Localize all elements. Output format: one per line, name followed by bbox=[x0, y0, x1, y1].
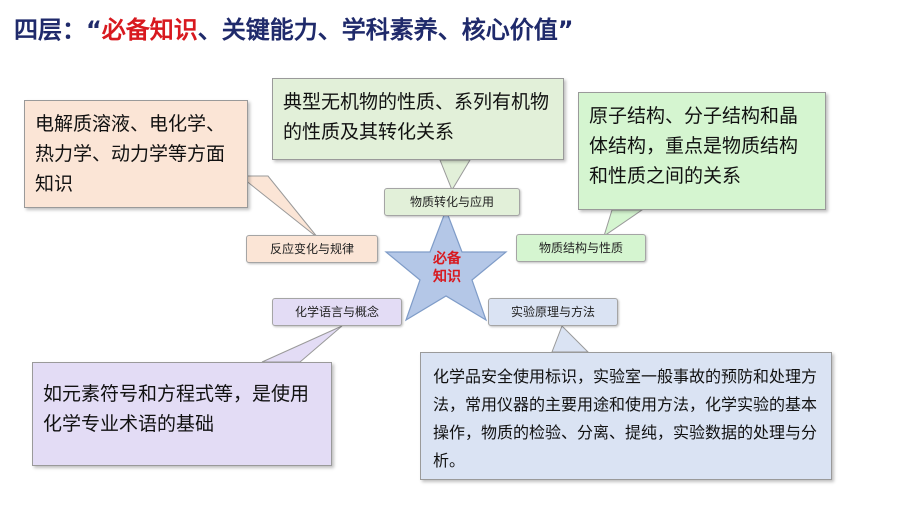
left-callout: 电解质溶液、电化学、热力学、动力学等方面知识 bbox=[24, 100, 248, 208]
top-callout: 典型无机物的性质、系列有机物的性质及其转化关系 bbox=[272, 78, 564, 160]
right-callout: 原子结构、分子结构和晶体结构，重点是物质结构和性质之间的关系 bbox=[578, 92, 826, 210]
label-left: 反应变化与规律 bbox=[246, 235, 378, 263]
label-bottom-right: 实验原理与方法 bbox=[488, 298, 618, 326]
bottom-left-callout: 如元素符号和方程式等，是使用化学专业术语的基础 bbox=[32, 362, 332, 466]
bottom-right-callout-pointer bbox=[551, 325, 590, 353]
bottom-right-callout-text: 化学品安全使用标识，实验室一般事故的预防和处理方法，常用仪器的主要用途和使用方法… bbox=[433, 367, 818, 470]
top-callout-pointer bbox=[439, 159, 471, 192]
center-label-line2: 知识 bbox=[433, 269, 461, 285]
title-suffix: 、关键能力、学科素养、核心价值” bbox=[197, 16, 574, 44]
right-callout-pointer bbox=[603, 209, 644, 238]
bottom-left-callout-text: 如元素符号和方程式等，是使用化学专业术语的基础 bbox=[43, 383, 310, 435]
left-callout-pointer bbox=[238, 175, 319, 239]
label-right: 物质结构与性质 bbox=[516, 234, 646, 262]
left-callout-text: 电解质溶液、电化学、热力学、动力学等方面知识 bbox=[35, 113, 226, 195]
label-bottom-left: 化学语言与概念 bbox=[272, 298, 402, 326]
bottom-right-callout: 化学品安全使用标识，实验室一般事故的预防和处理方法，常用仪器的主要用途和使用方法… bbox=[420, 352, 832, 480]
center-label-line1: 必备 bbox=[433, 251, 461, 267]
bottom-left-callout-pointer bbox=[261, 325, 343, 363]
top-callout-text: 典型无机物的性质、系列有机物的性质及其转化关系 bbox=[283, 91, 550, 143]
center-label: 必备 知识 bbox=[412, 250, 482, 286]
page-title: 四层：“必备知识、关键能力、学科素养、核心价值” bbox=[14, 10, 894, 45]
center-star bbox=[384, 208, 508, 322]
right-callout-text: 原子结构、分子结构和晶体结构，重点是物质结构和性质之间的关系 bbox=[589, 105, 799, 187]
label-top: 物质转化与应用 bbox=[384, 188, 520, 216]
title-highlight: 必备知识 bbox=[101, 16, 198, 44]
title-prefix: 四层：“ bbox=[14, 16, 102, 44]
